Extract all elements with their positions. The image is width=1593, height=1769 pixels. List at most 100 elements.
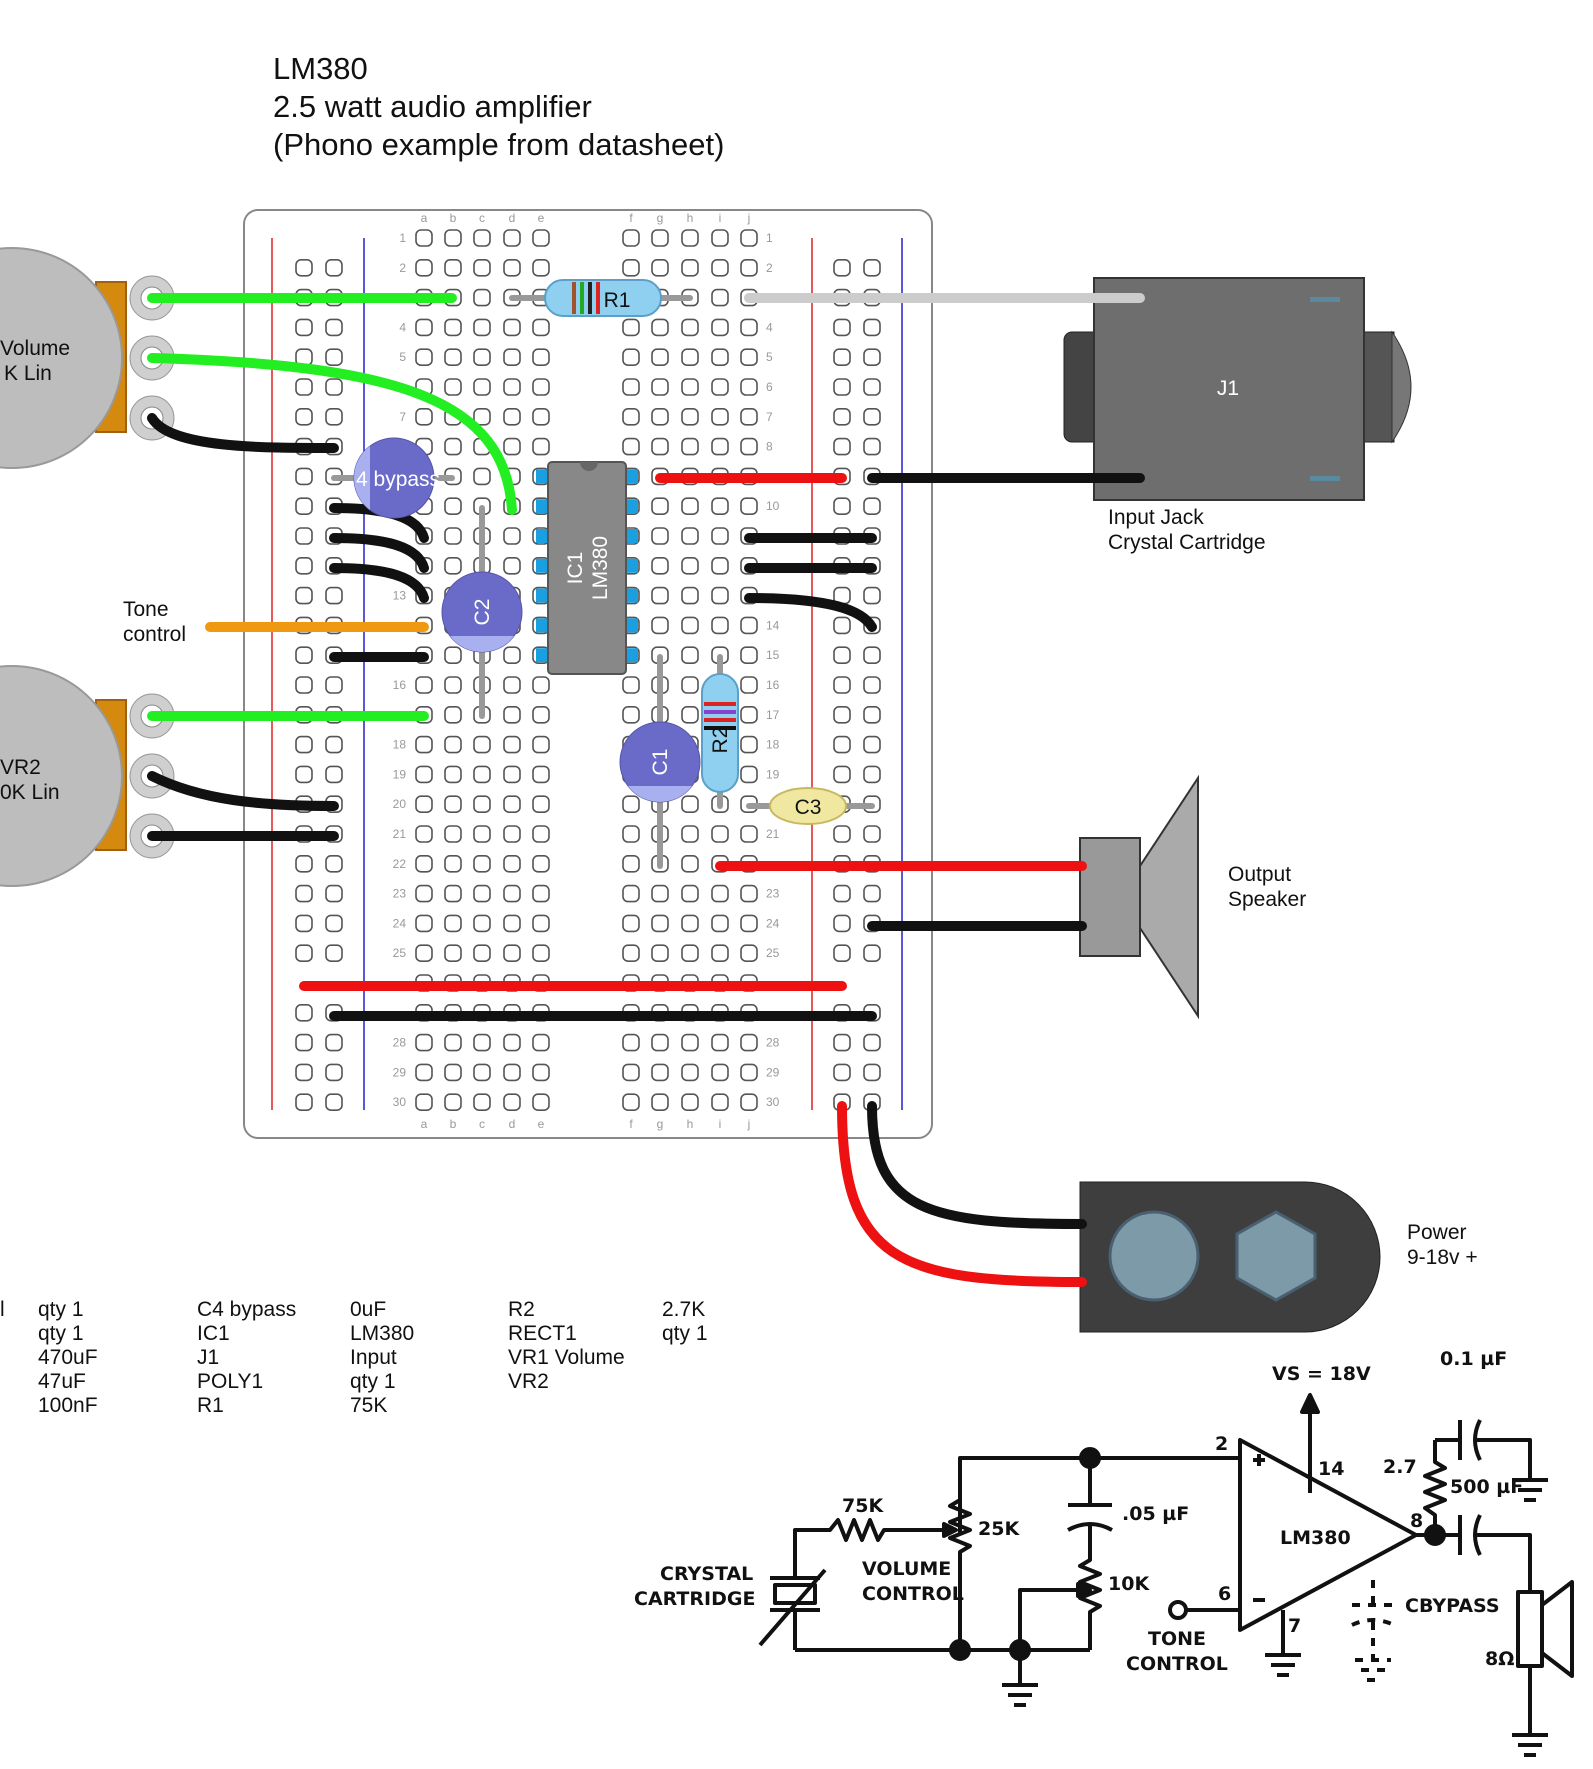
breadboard-hole [833, 497, 851, 516]
breadboard-hole [681, 407, 699, 426]
breadboard-hole [503, 378, 521, 396]
breadboard-hole [711, 378, 729, 396]
breadboard-label: 8 [766, 440, 773, 454]
breadboard-hole [295, 765, 313, 784]
breadboard-hole [622, 705, 640, 724]
tone-label: Tone control [123, 597, 186, 647]
ic1-label: IC1 [564, 552, 587, 585]
input-jack-label-1: Input Jack [1108, 506, 1204, 529]
breadboard-hole [415, 825, 433, 843]
breadboard-hole [711, 497, 729, 516]
breadboard-hole [444, 1033, 462, 1052]
input-jack-label-2: Crystal Cartridge [1108, 531, 1266, 554]
tone-control-label-2: CONTROL [1126, 1653, 1228, 1675]
breadboard-hole [711, 1033, 729, 1052]
crystal-label-2: CARTRIDGE [634, 1588, 755, 1610]
breadboard-hole [444, 914, 462, 933]
breadboard-hole [473, 318, 491, 337]
breadboard-hole [532, 437, 550, 456]
breadboard-hole [863, 646, 881, 665]
bom-item: Input [350, 1346, 397, 1369]
breadboard-hole [415, 676, 433, 694]
breadboard-hole [863, 318, 881, 337]
red-wire-power [837, 1101, 1087, 1287]
breadboard-hole [622, 1063, 640, 1082]
breadboard-label: 16 [766, 678, 780, 692]
breadboard-hole [295, 407, 313, 426]
breadboard-hole [444, 378, 462, 396]
breadboard-hole [503, 437, 521, 456]
breadboard-hole [740, 1063, 758, 1082]
breadboard-label: 6 [766, 380, 773, 394]
breadboard-hole [711, 318, 729, 337]
black-wire-row13 [744, 593, 877, 632]
breadboard-label: 22 [393, 857, 407, 871]
breadboard-hole [863, 437, 881, 456]
breadboard-hole [681, 646, 699, 665]
cbypass-label: CBYPASS [1405, 1595, 1500, 1617]
ic-pin [626, 618, 638, 633]
breadboard-hole [444, 884, 462, 903]
bom-item: l [0, 1298, 5, 1321]
c2-label: C2 [471, 599, 494, 626]
breadboard-hole [473, 407, 491, 426]
breadboard-hole [295, 378, 313, 396]
breadboard-hole [295, 497, 313, 516]
ic-pin [536, 469, 548, 484]
pin14-label: 14 [1318, 1458, 1344, 1480]
breadboard-hole [532, 735, 550, 754]
breadboard-label: d [509, 1117, 516, 1131]
volume-control-label-1: VOLUME [862, 1558, 951, 1580]
breadboard-hole [473, 914, 491, 933]
breadboard-hole [681, 1033, 699, 1052]
bom-item: LM380 [350, 1322, 415, 1345]
breadboard-hole [503, 646, 521, 665]
breadboard-hole [740, 229, 758, 247]
bom-item: C4 bypass [197, 1298, 297, 1321]
breadboard-hole [740, 497, 758, 516]
breadboard-hole [622, 825, 640, 843]
breadboard-label: 13 [393, 589, 407, 603]
breadboard-hole [651, 944, 669, 963]
c1-label: C1 [649, 749, 672, 776]
breadboard-hole [681, 676, 699, 694]
breadboard-hole [532, 229, 550, 247]
breadboard-label: 1 [766, 231, 773, 245]
breadboard-hole [711, 556, 729, 575]
breadboard-hole [325, 854, 343, 873]
breadboard-hole [295, 884, 313, 903]
power-label-1: Power [1407, 1221, 1467, 1244]
breadboard-label: a [421, 1117, 428, 1131]
breadboard-hole [833, 407, 851, 426]
black-wire-vr2-mid [147, 771, 339, 811]
breadboard-hole [833, 378, 851, 396]
breadboard-hole [444, 1063, 462, 1082]
breadboard-hole [622, 944, 640, 963]
breadboard-hole [325, 1033, 343, 1052]
ic-pin [536, 648, 548, 663]
ic1-chip [536, 461, 638, 675]
breadboard-label: j [747, 1117, 751, 1131]
ic-pin [626, 588, 638, 603]
resistor-r1 [544, 279, 662, 317]
capacitor-c3 [769, 787, 847, 825]
breadboard-hole [681, 437, 699, 456]
breadboard-hole [833, 1063, 851, 1082]
breadboard-hole [681, 825, 699, 843]
breadboard-hole [740, 1093, 758, 1111]
bom-item: 2.7K [662, 1298, 706, 1321]
breadboard-hole [833, 1033, 851, 1052]
breadboard-hole [503, 258, 521, 277]
breadboard-hole [295, 646, 313, 665]
breadboard-hole [622, 884, 640, 903]
breadboard-hole [863, 1033, 881, 1052]
ic-pin [626, 469, 638, 484]
breadboard-hole [863, 705, 881, 724]
breadboard-hole [503, 1063, 521, 1082]
breadboard-hole [711, 1063, 729, 1082]
breadboard-hole [532, 407, 550, 426]
breadboard-label: f [629, 1117, 633, 1131]
breadboard-hole [444, 676, 462, 694]
power-label: Power 9-18v + [1407, 1220, 1478, 1270]
breadboard-hole [295, 1093, 313, 1111]
